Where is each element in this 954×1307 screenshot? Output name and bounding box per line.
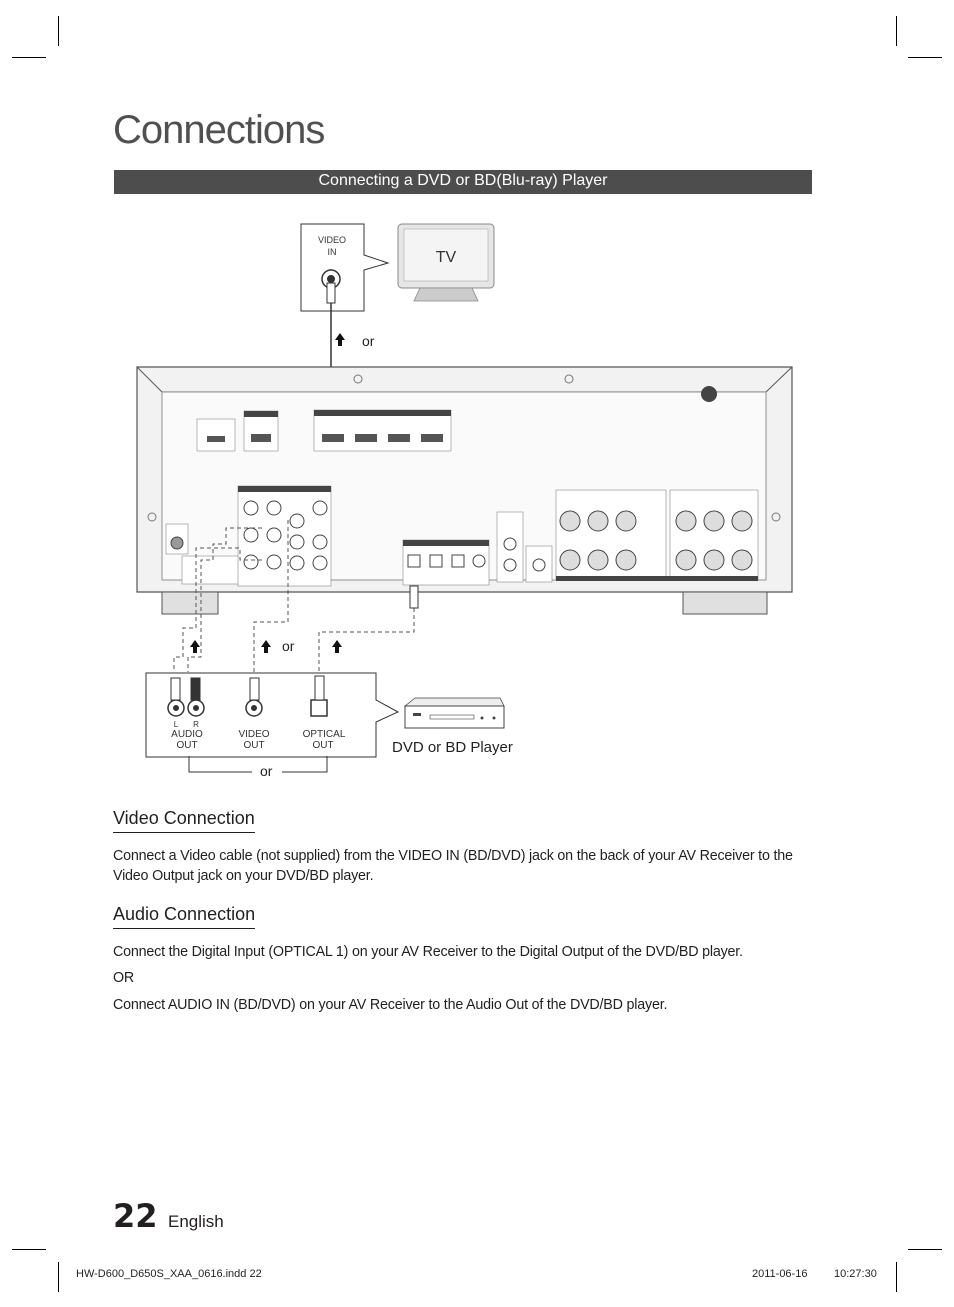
svg-text:VIDEO: VIDEO <box>238 729 269 740</box>
crop-mark <box>908 57 942 58</box>
arrow-icon <box>190 640 200 653</box>
audio-connection-heading: Audio Connection <box>113 904 256 929</box>
audio-connection-text-1: Connect the Digital Input (OPTICAL 1) on… <box>113 944 743 960</box>
video-connection-heading: Video Connection <box>113 808 255 833</box>
svg-text:OUT: OUT <box>312 740 333 751</box>
or-label: or <box>362 333 375 349</box>
crop-mark <box>12 57 46 58</box>
footer-date: 2011-06-16 <box>752 1268 808 1280</box>
svg-text:OUT: OUT <box>176 740 197 751</box>
crop-mark <box>58 16 59 46</box>
dvd-player-icon <box>403 697 505 729</box>
section-banner: Connecting a DVD or BD(Blu-ray) Player <box>114 170 812 194</box>
video-in-label: VIDEO <box>318 235 346 245</box>
crop-mark <box>908 1249 942 1250</box>
dvd-player-label: DVD or BD Player <box>392 739 513 756</box>
page-title: Connections <box>113 108 325 152</box>
svg-text:OPTICAL: OPTICAL <box>303 729 346 740</box>
footer-file: HW-D600_D650S_XAA_0616.indd 22 <box>76 1268 262 1280</box>
language-label: English <box>168 1212 224 1231</box>
av-receiver-rear-panel <box>136 366 793 615</box>
video-in-label: IN <box>328 247 337 257</box>
crop-mark <box>896 1262 897 1292</box>
tv-icon: TV <box>397 223 495 302</box>
footer-time: 10:27:30 <box>834 1268 877 1280</box>
arrow-icon <box>332 640 342 653</box>
arrow-icon <box>261 640 271 653</box>
connection-diagram: VIDEO IN TV or <box>136 223 793 779</box>
jack-r-label: R <box>193 720 199 729</box>
or-label: or <box>282 638 295 654</box>
crop-mark <box>58 1262 59 1292</box>
page-number: 22 <box>113 1197 158 1235</box>
svg-text:AUDIO: AUDIO <box>171 729 203 740</box>
video-connection-text: Connect a Video cable (not supplied) fro… <box>113 848 793 884</box>
crop-mark <box>896 16 897 46</box>
jack-l-label: L <box>174 720 179 729</box>
tv-label: TV <box>436 249 457 266</box>
arrow-icon <box>335 333 345 346</box>
or-label: or <box>260 763 273 779</box>
crop-mark <box>12 1249 46 1250</box>
audio-connection-or: OR <box>113 970 135 986</box>
audio-connection-text-2: Connect AUDIO IN (BD/DVD) on your AV Rec… <box>113 997 668 1013</box>
tv-video-in-callout: VIDEO IN <box>300 223 390 312</box>
svg-text:OUT: OUT <box>243 740 264 751</box>
player-output-callout: L R AUDIO OUT VIDEO OUT OPTICAL OUT <box>145 672 400 758</box>
